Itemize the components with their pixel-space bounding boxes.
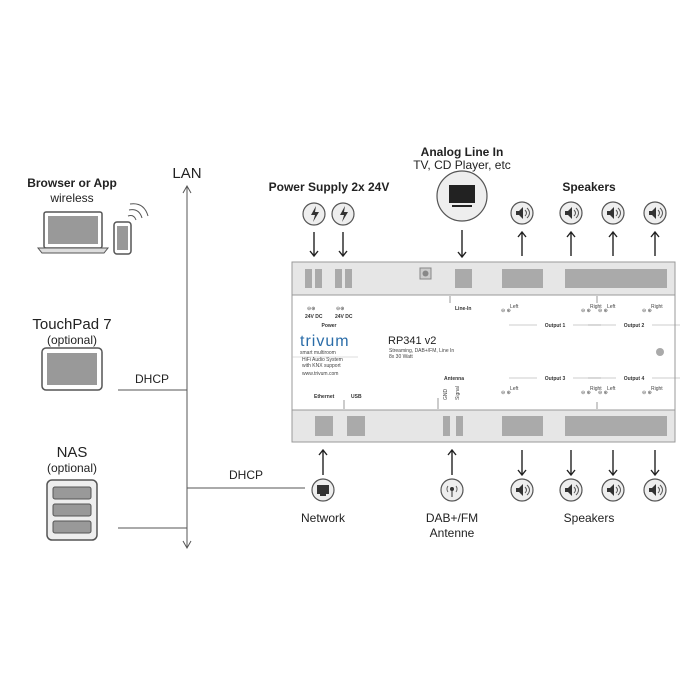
power-terminals: ⊖⊕	[307, 306, 315, 312]
brand-logo: trivum	[300, 333, 350, 350]
output-label: Output 3	[545, 376, 566, 382]
usb-label: USB	[351, 394, 362, 400]
touchpad-title: TouchPad 7	[32, 316, 111, 333]
monitor-icon	[436, 170, 488, 222]
speaker-icon	[559, 201, 583, 225]
network-label: Network	[301, 511, 346, 525]
antenna-label-2: Antenne	[430, 526, 475, 540]
output-label: Output 2	[624, 323, 645, 329]
browser-title: Browser or App	[27, 176, 117, 190]
tablet-icon	[41, 347, 103, 391]
dc-label-2: 24V DC	[335, 314, 353, 320]
analog-in-title: Analog Line In	[421, 145, 504, 159]
arrow-down	[457, 230, 467, 259]
dhcp-label-network: DHCP	[229, 468, 263, 482]
nas-icon	[46, 479, 98, 541]
wifi-icon	[127, 203, 149, 221]
terminal-symbols: ⊖ ⊕	[642, 308, 652, 314]
terminal-symbols: ⊖ ⊕	[598, 308, 608, 314]
dc-label-1: 24V DC	[305, 314, 323, 320]
dhcp-label-touchpad: DHCP	[135, 372, 169, 386]
arrow-up	[650, 230, 660, 256]
gnd-label: GND	[443, 389, 449, 401]
antenna-label: Antenna	[444, 376, 464, 382]
power-section-label: Power	[321, 323, 336, 329]
touchpad-subtitle: (optional)	[47, 333, 97, 347]
lan-label: LAN	[172, 165, 201, 182]
speaker-icon	[510, 478, 534, 502]
terminal-symbols: ⊖ ⊕	[642, 390, 652, 396]
arrow-down	[309, 232, 319, 258]
arrow-down	[650, 450, 660, 477]
speaker-icon	[559, 478, 583, 502]
arrow-down	[338, 232, 348, 258]
speakers-top-label: Speakers	[562, 180, 616, 194]
bottom-speakers	[510, 450, 667, 502]
speaker-icon	[510, 201, 534, 225]
arrow-down	[517, 450, 527, 477]
output-label: Output 4	[624, 376, 645, 382]
network-icon	[311, 478, 335, 502]
arrow-up	[318, 448, 328, 475]
rp341-device	[291, 261, 676, 443]
nas-title: NAS	[57, 444, 88, 461]
arrow-down	[566, 450, 576, 477]
arrow-down	[608, 450, 618, 477]
antenna-label-1: DAB+/FM	[426, 511, 478, 525]
arrow-up	[608, 230, 618, 256]
device-desc-1: HiFi Audio System	[302, 357, 343, 363]
terminal-symbols: ⊖ ⊕	[501, 308, 511, 314]
speaker-icon	[601, 478, 625, 502]
channel-left-label: Left	[607, 304, 616, 310]
arrow-up	[566, 230, 576, 256]
device-features: Streaming, DAB+/FM, Line In	[389, 348, 454, 354]
channel-left-label: Left	[510, 386, 519, 392]
terminal-symbols: ⊖ ⊕	[598, 390, 608, 396]
device-watt: 8x 30 Watt	[389, 354, 413, 360]
signal-label: Signal	[455, 386, 461, 400]
channel-right-label: Right	[590, 386, 602, 392]
phone-icon	[113, 221, 132, 255]
speaker-icon	[601, 201, 625, 225]
arrow-up	[447, 448, 457, 475]
channel-right-label: Right	[651, 304, 663, 310]
channel-left-label: Left	[607, 386, 616, 392]
analog-in-subtitle: TV, CD Player, etc	[413, 158, 511, 172]
top-speakers	[510, 201, 667, 256]
channel-left-label: Left	[510, 304, 519, 310]
power-terminals: ⊖⊕	[336, 306, 344, 312]
output-label: Output 1	[545, 323, 566, 329]
device-url: www.trivum.com	[302, 371, 338, 377]
browser-subtitle: wireless	[49, 191, 93, 205]
speakers-bottom-label: Speakers	[564, 511, 615, 525]
terminal-symbols: ⊖ ⊕	[581, 390, 591, 396]
power-icon	[331, 202, 355, 226]
channel-right-label: Right	[651, 386, 663, 392]
speaker-icon	[643, 478, 667, 502]
antenna-icon	[440, 478, 464, 502]
speaker-icon	[643, 201, 667, 225]
channel-right-label: Right	[590, 304, 602, 310]
laptop-icon	[36, 211, 110, 254]
arrow-up	[517, 230, 527, 256]
terminal-symbols: ⊖ ⊕	[581, 308, 591, 314]
brand-subtitle: smart multiroom	[300, 350, 336, 356]
nas-subtitle: (optional)	[47, 461, 97, 475]
line-in-label: Line-In	[455, 306, 471, 312]
device-desc-2: with KNX support	[302, 363, 341, 369]
terminal-symbols: ⊖ ⊕	[501, 390, 511, 396]
power-supply-label: Power Supply 2x 24V	[269, 180, 390, 194]
device-model: RP341 v2	[388, 335, 436, 347]
power-icon	[302, 202, 326, 226]
lan-line	[182, 184, 192, 550]
ethernet-port-label: Ethernet	[314, 394, 335, 400]
